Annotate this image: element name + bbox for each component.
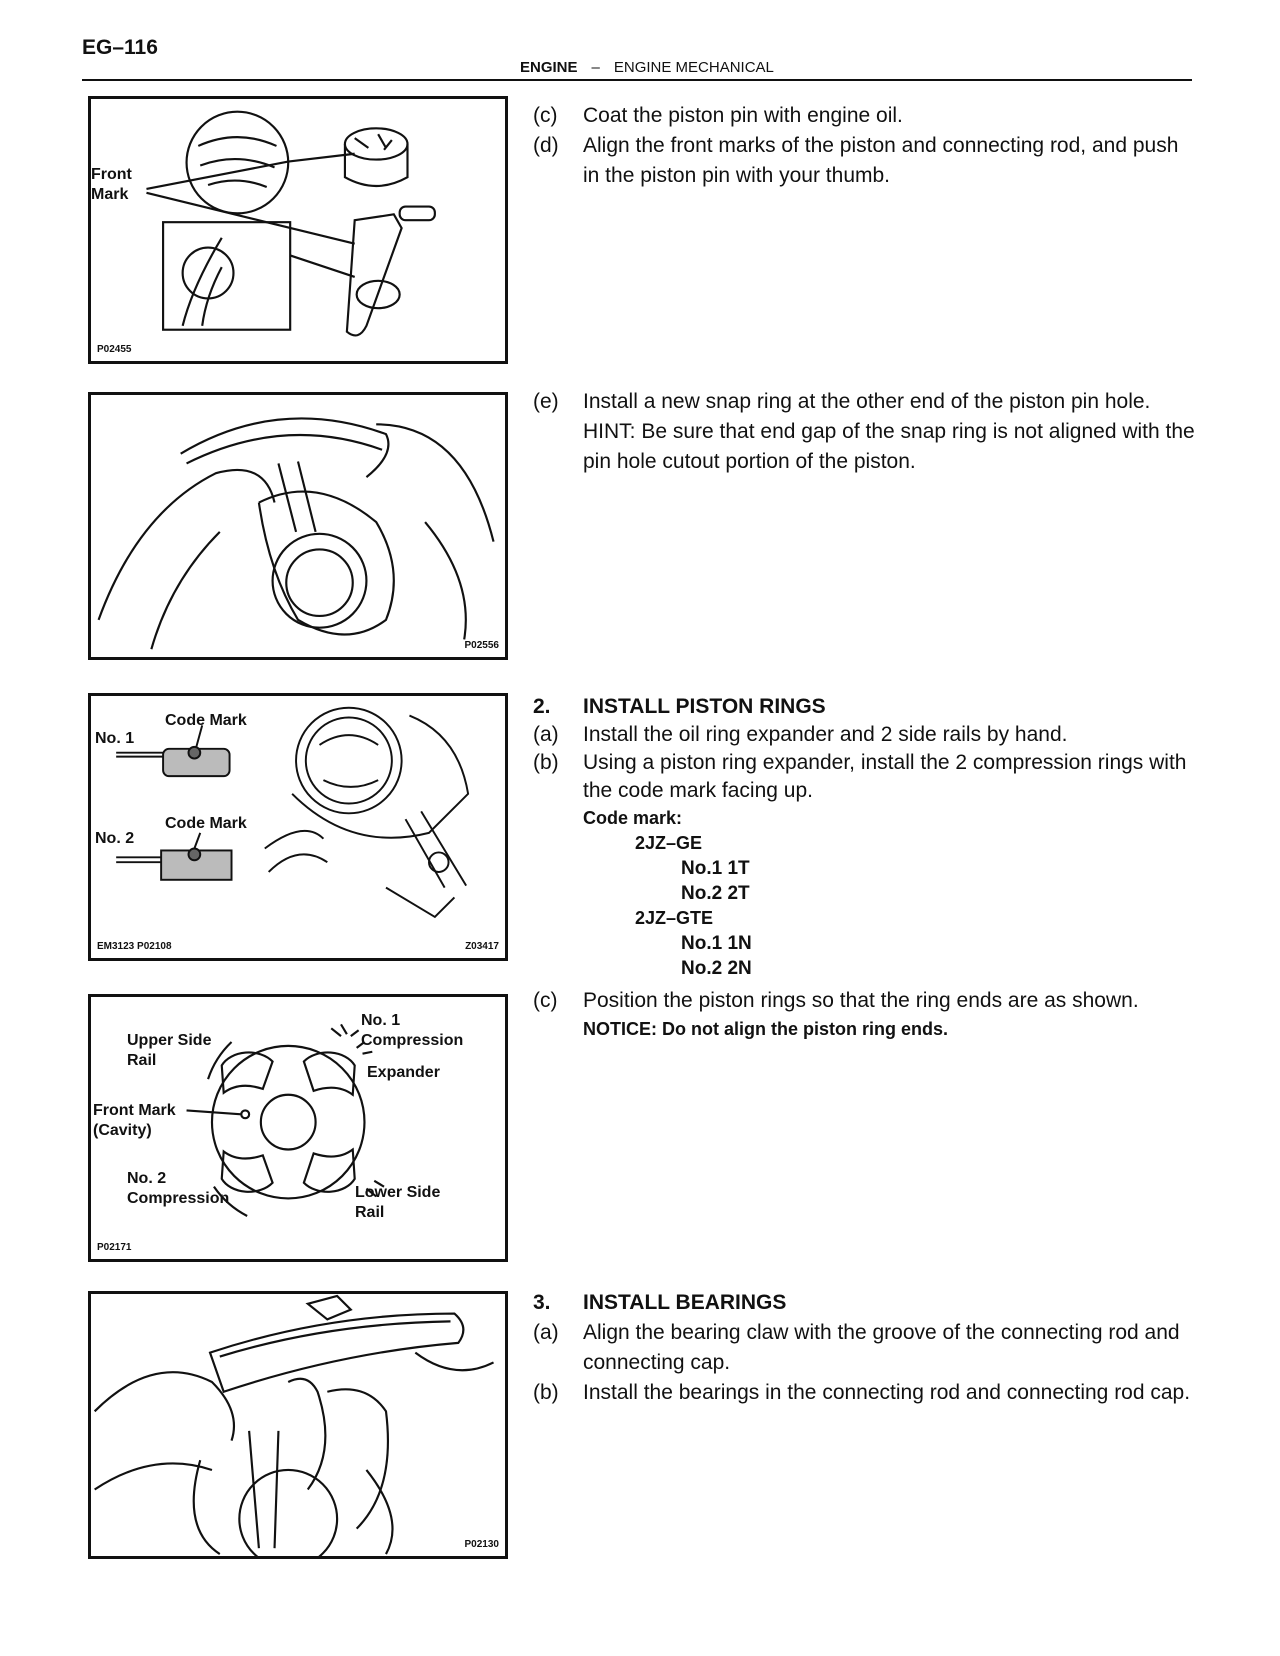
figure-ring-ends: Upper Side Rail No. 1 Compression Expand…	[88, 994, 508, 1262]
step-text: Align the front marks of the piston and …	[583, 134, 1179, 187]
spec-engine: 2JZ–GE	[635, 833, 703, 853]
step-text: Install the bearings in the connecting r…	[583, 1381, 1191, 1404]
step-key: (c)	[533, 104, 558, 127]
piston-rod-illustration	[146, 110, 436, 337]
spec-title: Code mark:	[583, 808, 683, 828]
figure-snap-ring: P02556	[88, 392, 508, 660]
step-text: Install the oil ring expander and 2 side…	[583, 723, 1068, 746]
heading-title: INSTALL BEARINGS	[583, 1291, 787, 1314]
code-mark-label-2: Code Mark	[165, 815, 247, 832]
spec-mark: No.2 2N	[681, 958, 752, 979]
hint-text: HINT: Be sure that end gap of the snap r…	[583, 420, 1195, 473]
step-b: (b) Using a piston ring expander, instal…	[533, 749, 1198, 805]
bearing-install-illustration	[93, 1294, 495, 1556]
notice-text: NOTICE: Do not align the piston ring end…	[583, 1019, 948, 1039]
no2-label: No. 2	[95, 830, 135, 847]
steps-ring-position: (c) Position the piston rings so that th…	[533, 986, 1198, 1042]
no1-compression-label: No. 1 Compression	[361, 1012, 464, 1049]
step-key: (a)	[533, 723, 559, 746]
step-text: Position the piston rings so that the ri…	[583, 989, 1139, 1012]
header-rule	[82, 79, 1192, 81]
step-key: (a)	[533, 1321, 559, 1344]
section-install-bearings: 3. INSTALL BEARINGS (a) Align the bearin…	[533, 1288, 1198, 1408]
step-a: (a) Align the bearing claw with the groo…	[533, 1318, 1198, 1378]
section-heading: 3. INSTALL BEARINGS	[533, 1288, 1198, 1318]
figure-id: EM3123 P02108	[97, 941, 172, 952]
section-heading: 2. INSTALL PISTON RINGS	[533, 693, 1198, 721]
code-mark-label-1: Code Mark	[165, 712, 247, 729]
no1-label: No. 1	[95, 730, 135, 747]
step-b: (b) Install the bearings in the connecti…	[533, 1378, 1198, 1408]
spec-engine: 2JZ–GTE	[635, 908, 714, 928]
step-key: (b)	[533, 1381, 559, 1404]
steps-snap-ring: (e) Install a new snap ring at the other…	[533, 387, 1198, 477]
step-text: Install a new snap ring at the other end…	[583, 390, 1151, 413]
figure-id: P02130	[464, 1539, 499, 1550]
no2-compression-label: No. 2 Compression	[127, 1170, 230, 1207]
step-key: (b)	[533, 751, 559, 774]
spec-mark: No.1 1T	[681, 858, 750, 879]
step-e: (e) Install a new snap ring at the other…	[533, 387, 1198, 417]
step-text: Using a piston ring expander, install th…	[583, 751, 1187, 802]
expander-label: Expander	[367, 1064, 440, 1081]
spec-mark: No.2 2T	[681, 883, 750, 904]
heading-number: 2.	[533, 695, 551, 718]
ring-end-position-diagram	[186, 1023, 385, 1217]
figure-piston-pin: Front Mark P02455	[88, 96, 508, 364]
heading-number: 3.	[533, 1291, 551, 1314]
piston-ring-expander-illustration	[116, 706, 470, 919]
section-separator: –	[591, 59, 600, 76]
figure-id-2: Z03417	[465, 941, 499, 952]
step-text: Coat the piston pin with engine oil.	[583, 104, 903, 127]
section-install-piston-rings: 2. INSTALL PISTON RINGS (a) Install the …	[533, 693, 1198, 981]
snap-ring-illustration	[97, 417, 495, 650]
running-head: ENGINE–ENGINE MECHANICAL	[520, 59, 774, 76]
step-c: (c) Position the piston rings so that th…	[533, 986, 1198, 1016]
step-key: (d)	[533, 134, 559, 157]
subsection-title: ENGINE MECHANICAL	[613, 59, 774, 76]
step-text: Align the bearing claw with the groove o…	[583, 1321, 1180, 1374]
step-key: (e)	[533, 390, 559, 413]
hint-row: HINT: Be sure that end gap of the snap r…	[533, 417, 1198, 477]
upper-side-rail-label: Upper Side Rail	[127, 1032, 212, 1069]
figure-id: P02171	[97, 1242, 132, 1253]
front-mark-cavity-label: Front Mark (Cavity)	[93, 1102, 176, 1139]
figure-bearings: P02130	[88, 1291, 508, 1559]
front-mark-label: Front Mark	[91, 166, 132, 203]
step-a: (a) Install the oil ring expander and 2 …	[533, 721, 1198, 749]
step-key: (c)	[533, 989, 558, 1012]
steps-piston-pin: (c) Coat the piston pin with engine oil.…	[533, 101, 1198, 191]
lower-side-rail-label: Lower Side Rail	[355, 1184, 441, 1221]
figure-id: P02556	[464, 640, 499, 651]
section-title: ENGINE	[520, 59, 578, 76]
spec-mark: No.1 1N	[681, 933, 752, 954]
figure-code-mark: Code Mark No. 1 Code Mark No. 2 EM3123 P…	[88, 693, 508, 961]
heading-title: INSTALL PISTON RINGS	[583, 695, 826, 718]
step-d: (d) Align the front marks of the piston …	[533, 131, 1198, 191]
step-c: (c) Coat the piston pin with engine oil.	[533, 101, 1198, 131]
figure-id: P02455	[97, 344, 132, 355]
page-number: EG–116	[82, 36, 158, 59]
